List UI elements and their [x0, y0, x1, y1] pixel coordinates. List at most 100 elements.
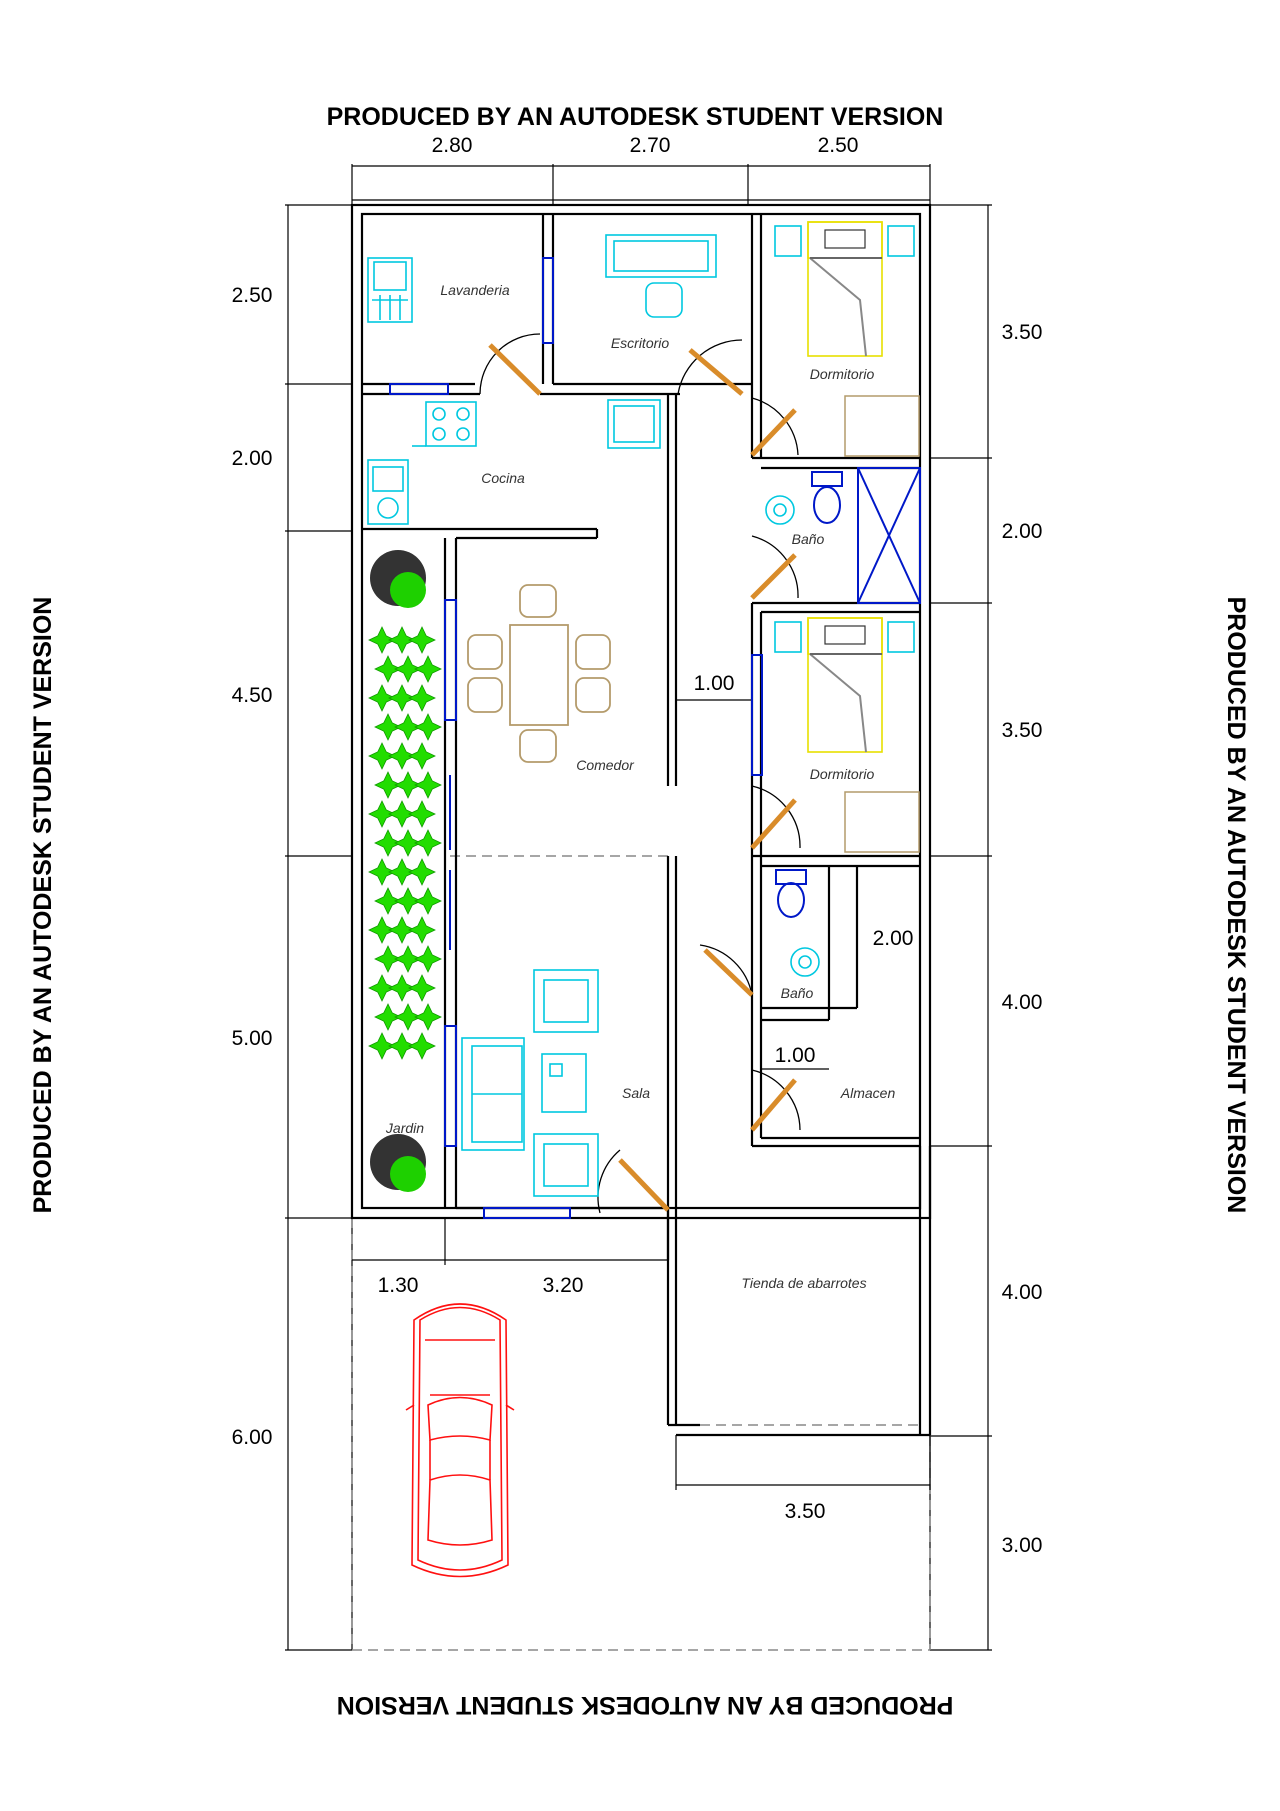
washbasin-icon — [765, 495, 795, 525]
dim-right-3: 3.50 — [1002, 719, 1043, 742]
dim-top-3: 2.50 — [818, 134, 859, 157]
plant-icon — [388, 742, 416, 770]
plant-icon — [394, 655, 422, 683]
plant-icon — [374, 829, 402, 857]
armchair-icon — [533, 1133, 599, 1197]
dimension-chain-left: 2.50 2.00 4.50 5.00 6.00 — [232, 204, 353, 1651]
plant-icon — [408, 1032, 436, 1060]
dim-tienda-width: 3.50 — [785, 1500, 826, 1523]
plant-icon — [368, 684, 396, 712]
dim-left-5: 6.00 — [232, 1426, 273, 1449]
refrigerator-icon — [607, 399, 661, 449]
dim-right-1: 3.50 — [1002, 321, 1043, 344]
plant-icon — [414, 1003, 442, 1031]
plant-icon — [388, 858, 416, 886]
plant-icon — [388, 626, 416, 654]
room-label-dormitorio-2: Dormitorio — [810, 766, 875, 782]
dim-right-6: 3.00 — [1002, 1534, 1043, 1557]
room-label-lavanderia: Lavanderia — [440, 282, 509, 298]
plant-icon — [414, 771, 442, 799]
plant-icon — [374, 713, 402, 741]
garden-plants — [368, 626, 442, 1060]
room-label-bano-1: Baño — [792, 531, 825, 547]
tree-icon — [370, 550, 426, 608]
toilet-icon — [811, 471, 843, 524]
sink-icon — [367, 459, 409, 525]
plant-icon — [368, 974, 396, 1002]
dim-top-1: 2.80 — [432, 134, 473, 157]
plant-icon — [374, 771, 402, 799]
plant-icon — [388, 916, 416, 944]
plant-icon — [414, 713, 442, 741]
plant-icon — [394, 713, 422, 741]
dimension-chain-right: 3.50 2.00 3.50 4.00 4.00 3.00 — [929, 204, 1043, 1651]
plant-icon — [408, 742, 436, 770]
plant-icon — [408, 800, 436, 828]
plant-icon — [374, 887, 402, 915]
room-label-cocina: Cocina — [481, 470, 525, 486]
room-label-tienda: Tienda de abarrotes — [741, 1275, 866, 1291]
plant-icon — [368, 800, 396, 828]
plant-icon — [394, 829, 422, 857]
windows — [389, 257, 763, 1219]
dim-almacen-depth: 2.00 — [873, 927, 914, 950]
dining-table-icon — [467, 584, 611, 763]
plant-icon — [388, 1032, 416, 1060]
lot-outline — [351, 855, 931, 1651]
dimension-chain-top: 2.80 2.70 2.50 — [351, 134, 931, 205]
plant-icon — [414, 829, 442, 857]
plant-icon — [388, 684, 416, 712]
plant-icon — [408, 684, 436, 712]
plant-icon — [394, 945, 422, 973]
dim-right-5: 4.00 — [1002, 1281, 1043, 1304]
plant-icon — [408, 916, 436, 944]
dim-almacen-width: 1.00 — [775, 1044, 816, 1067]
room-label-dormitorio-1: Dormitorio — [810, 366, 875, 382]
watermark-bottom: PRODUCED BY AN AUTODESK STUDENT VERSION — [337, 1691, 954, 1719]
dim-left-3: 4.50 — [232, 684, 273, 707]
dim-jardin-width: 1.30 — [378, 1274, 419, 1297]
plant-icon — [408, 974, 436, 1002]
sofa-icon — [461, 1037, 525, 1151]
watermark-left: PRODUCED BY AN AUTODESK STUDENT VERSION — [29, 597, 57, 1214]
room-label-bano-2: Baño — [781, 985, 814, 1001]
room-label-comedor: Comedor — [576, 757, 635, 773]
plant-icon — [374, 945, 402, 973]
room-label-almacen: Almacen — [840, 1085, 896, 1101]
plant-icon — [394, 887, 422, 915]
plant-icon — [374, 655, 402, 683]
room-label-jardin: Jardin — [385, 1120, 424, 1136]
plant-icon — [368, 1032, 396, 1060]
dim-left-2: 2.00 — [232, 447, 273, 470]
plant-icon — [414, 655, 442, 683]
dim-left-1: 2.50 — [232, 284, 273, 307]
watermark-top: PRODUCED BY AN AUTODESK STUDENT VERSION — [327, 103, 944, 131]
washer-icon — [367, 257, 413, 323]
car-icon — [405, 1303, 515, 1578]
dim-left-4: 5.00 — [232, 1027, 273, 1050]
plant-icon — [388, 974, 416, 1002]
plant-icon — [408, 626, 436, 654]
plant-icon — [368, 626, 396, 654]
plant-icon — [414, 945, 442, 973]
plant-icon — [408, 858, 436, 886]
washbasin-icon — [790, 947, 820, 977]
plant-icon — [368, 858, 396, 886]
desk-icon — [605, 234, 717, 318]
plant-icon — [394, 771, 422, 799]
stove-icon — [425, 401, 477, 447]
plant-icon — [368, 916, 396, 944]
bed-icon — [774, 617, 920, 853]
plant-icon — [414, 887, 442, 915]
armchair-icon — [533, 969, 599, 1033]
room-label-sala: Sala — [622, 1085, 650, 1101]
room-label-escritorio: Escritorio — [611, 335, 670, 351]
watermark-right: PRODUCED BY AN AUTODESK STUDENT VERSION — [1222, 597, 1250, 1214]
plant-icon — [368, 742, 396, 770]
walls — [350, 203, 932, 1490]
plant-icon — [394, 1003, 422, 1031]
coffee-table-icon — [541, 1053, 587, 1113]
dim-hall-width: 1.00 — [694, 672, 735, 695]
shower-icon — [857, 467, 921, 604]
